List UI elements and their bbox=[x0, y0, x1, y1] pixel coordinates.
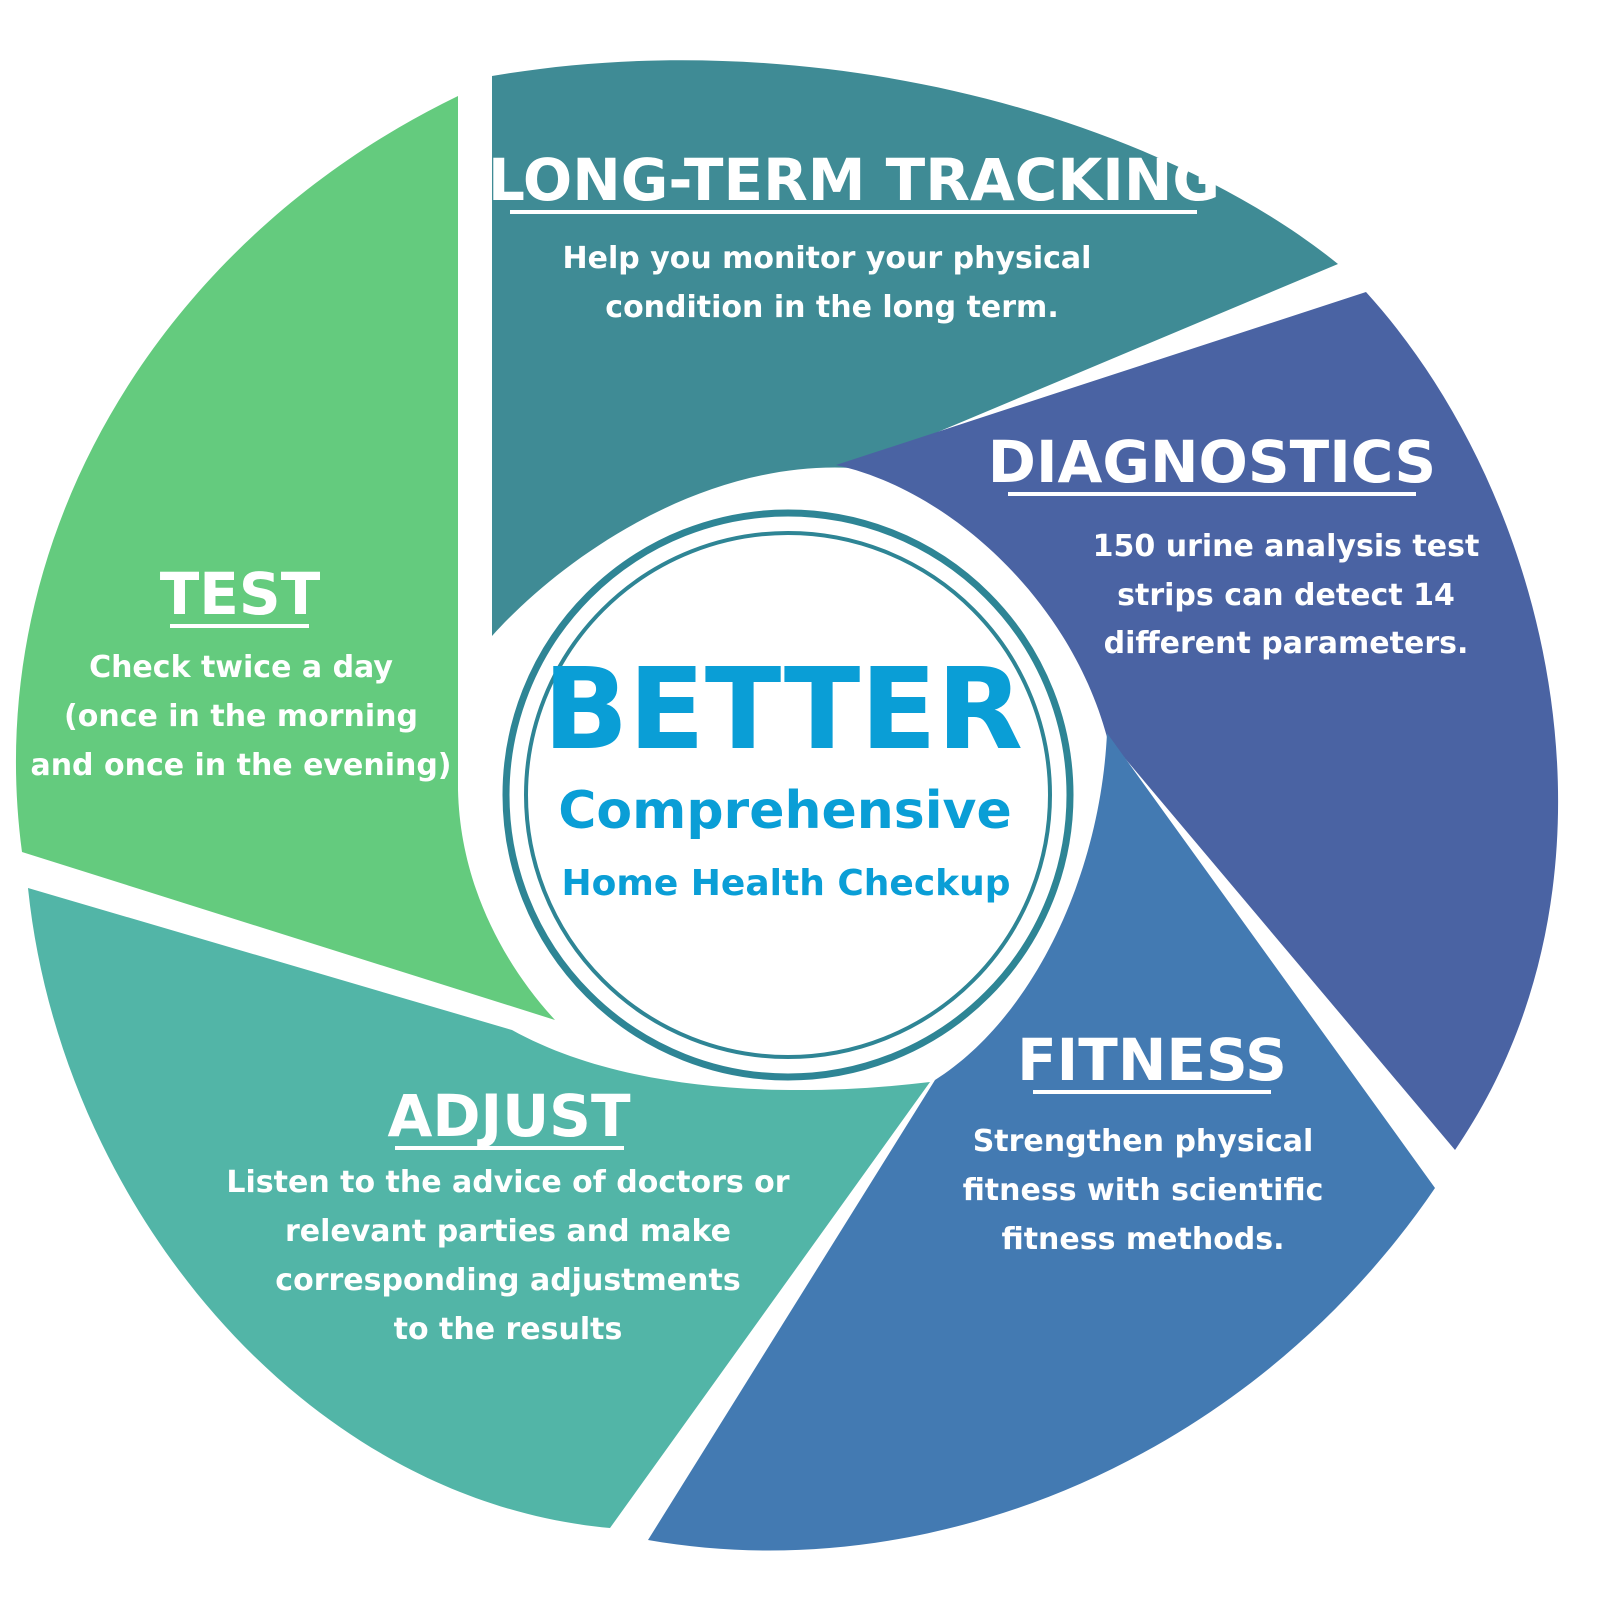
segment-description-line: Strengthen physical bbox=[973, 1124, 1314, 1159]
center-inner-ring bbox=[524, 531, 1052, 1059]
segment-title: TEST bbox=[160, 560, 321, 628]
segment-description-line: corresponding adjustments bbox=[275, 1263, 740, 1298]
center-white-disc bbox=[498, 505, 1078, 1085]
segment-description-line: Check twice a day bbox=[89, 650, 393, 685]
segment-description-line: Listen to the advice of doctors or bbox=[226, 1165, 789, 1200]
segment-description-line: to the results bbox=[394, 1312, 623, 1347]
segment-title: DIAGNOSTICS bbox=[988, 428, 1436, 496]
segment-description-line: Help you monitor your physical bbox=[563, 241, 1092, 276]
segment-description-line: fitness methods. bbox=[1001, 1222, 1284, 1257]
center-outer-ring bbox=[502, 509, 1074, 1081]
segment-description-line: different parameters. bbox=[1104, 626, 1469, 661]
segment-description-line: 150 urine analysis test bbox=[1093, 529, 1480, 564]
segment-description-line: relevant parties and make bbox=[285, 1214, 731, 1249]
segment-title: LONG-TERM TRACKING bbox=[488, 146, 1220, 214]
center-subtitle: Comprehensive bbox=[558, 781, 1011, 841]
segment-long-term-tracking bbox=[492, 60, 1338, 636]
segment-description-line: (once in the morning bbox=[64, 699, 418, 734]
center-title: BETTER bbox=[543, 645, 1023, 775]
segment-diagnostics bbox=[836, 292, 1559, 1150]
segment-description-line: fitness with scientific bbox=[963, 1173, 1324, 1208]
segment-description-line: condition in the long term. bbox=[605, 290, 1058, 325]
segment-fitness bbox=[648, 733, 1435, 1551]
segment-description-line: strips can detect 14 bbox=[1117, 578, 1455, 613]
center-tagline: Home Health Checkup bbox=[561, 863, 1010, 904]
segment-description-line: and once in the evening) bbox=[30, 748, 451, 783]
segment-test bbox=[15, 96, 555, 1020]
segment-title: ADJUST bbox=[387, 1082, 630, 1150]
segment-adjust bbox=[28, 888, 930, 1528]
segment-title: FITNESS bbox=[1017, 1026, 1287, 1094]
